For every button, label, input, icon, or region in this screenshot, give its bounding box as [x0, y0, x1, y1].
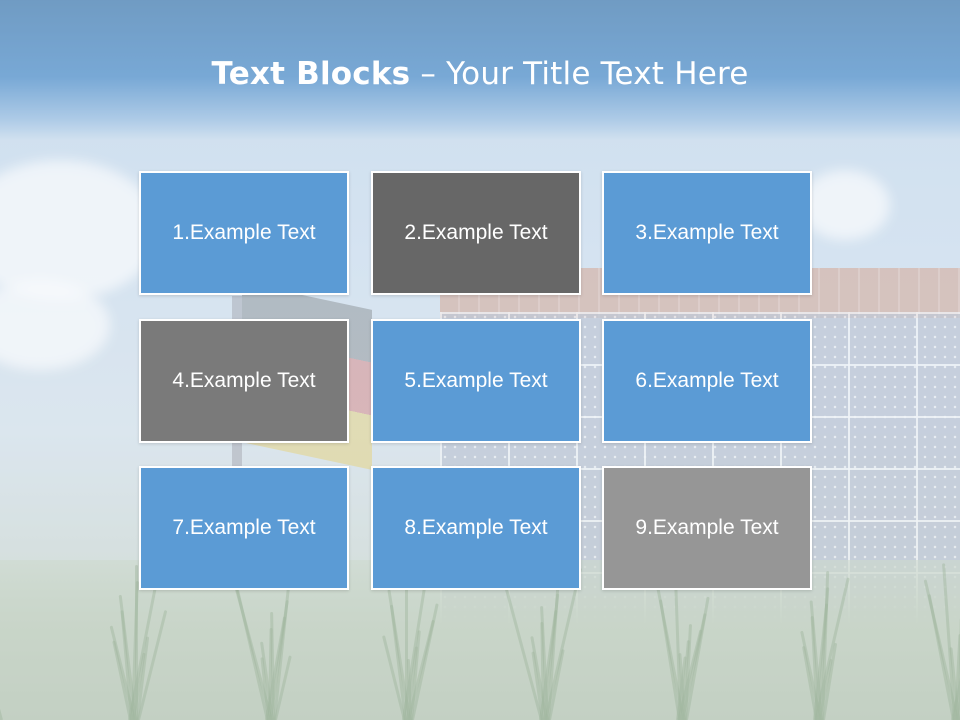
grass-blade	[405, 575, 408, 720]
cloud-left-low	[0, 280, 110, 370]
text-block-1[interactable]: 1.Example Text	[139, 171, 349, 295]
title-dash: –	[410, 56, 447, 92]
text-block-6[interactable]: 6.Example Text	[602, 319, 812, 443]
text-block-8[interactable]: 8.Example Text	[371, 466, 581, 590]
grass-blade	[135, 565, 138, 720]
cloud-left	[0, 160, 160, 300]
text-block-2[interactable]: 2.Example Text	[371, 171, 581, 295]
title-bold: Text Blocks	[211, 56, 411, 92]
text-block-7[interactable]: 7.Example Text	[139, 466, 349, 590]
text-block-9[interactable]: 9.Example Text	[602, 466, 812, 590]
cloud-right	[800, 170, 890, 240]
title-band	[0, 0, 960, 140]
text-block-4[interactable]: 4.Example Text	[139, 319, 349, 443]
text-block-3[interactable]: 3.Example Text	[602, 171, 812, 295]
text-block-5[interactable]: 5.Example Text	[371, 319, 581, 443]
title-rest: Your Title Text Here	[446, 56, 749, 92]
slide-title: Text Blocks – Your Title Text Here	[0, 54, 960, 94]
